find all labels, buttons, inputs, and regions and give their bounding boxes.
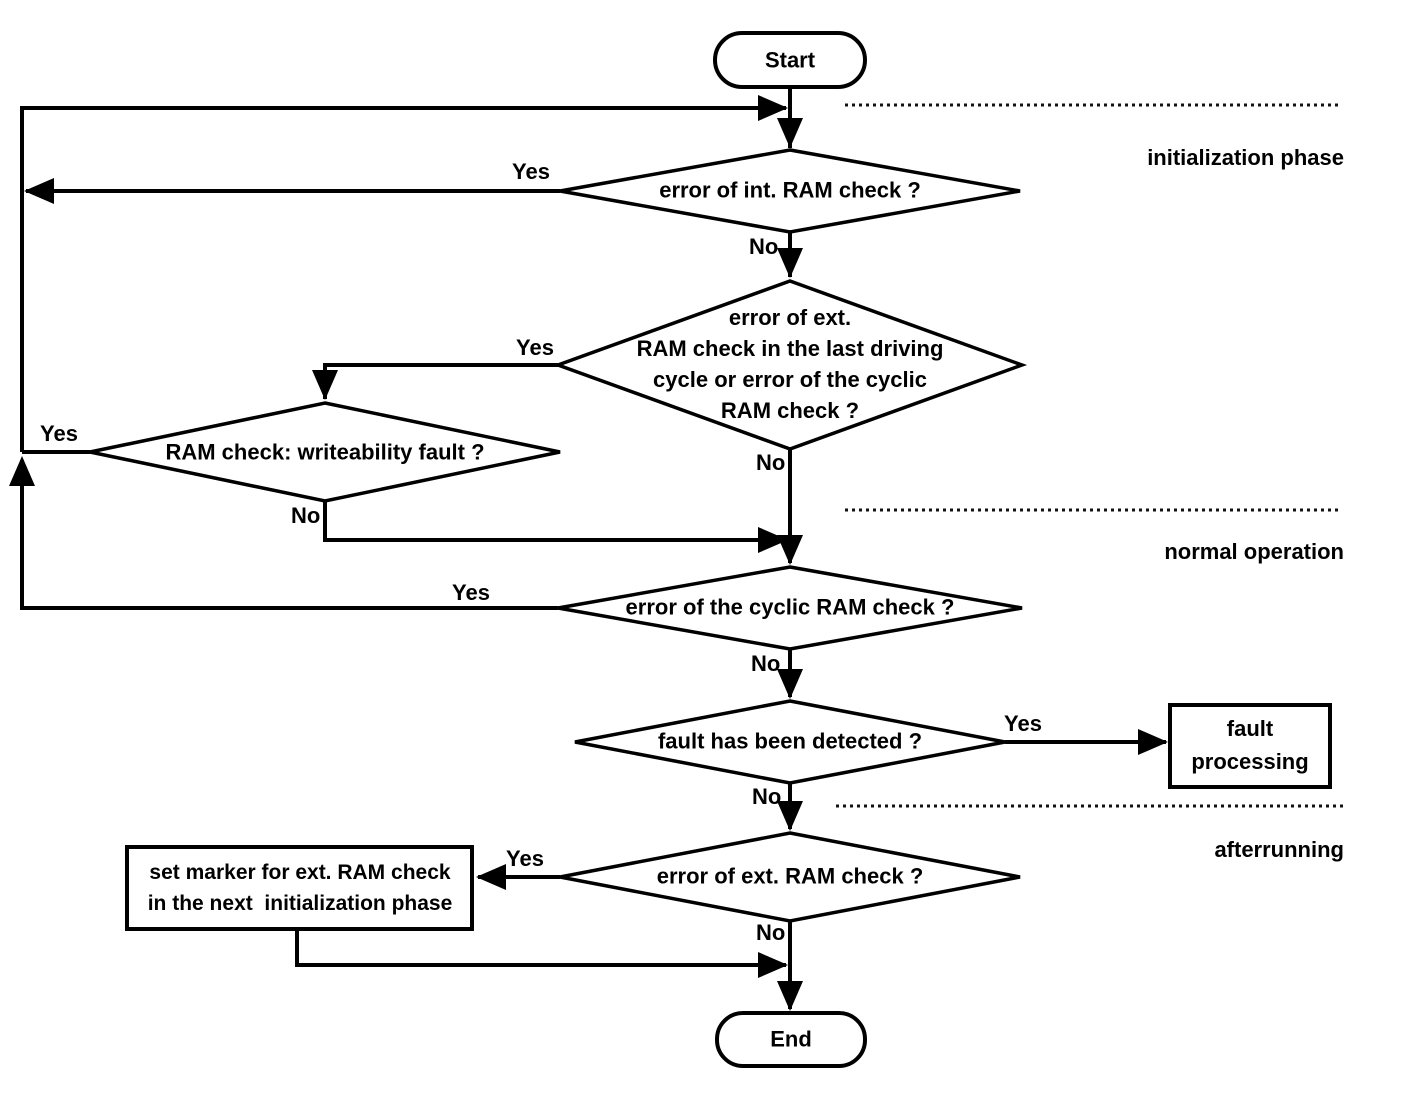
decision-ext-ram-driving-shape [552,279,1028,451]
arrowhead-into-int-ram [777,118,803,148]
decision-int-ram-shape [559,148,1021,234]
arrowhead-into-cyclic-ram [777,535,803,565]
end-node-shape [715,1011,867,1068]
decision-ext-ram-check-label: error of ext. RAM check ? [656,863,924,889]
arrowhead-into-fault-detected [777,669,803,699]
branch-yes-ext-ram-check: Yes [506,846,544,871]
arrowhead-into-ext-ram-driving [777,248,803,278]
decision-fault-detected-shape [574,699,1006,785]
branch-no-ext-ram-driving: No [756,450,786,475]
arrowhead-into-fault-processing [1138,729,1168,755]
branch-yes-ext-ram-driving: Yes [516,335,554,360]
edge-set-marker-return [295,929,786,967]
branch-no-int-ram: No [749,234,779,259]
phase-label-normal-operation: normal operation [1164,539,1344,564]
branch-no-fault-detected: No [752,784,782,809]
branch-no-cyclic-ram: No [751,651,781,676]
decision-cyclic-ram-label: error of the cyclic RAM check ? [625,594,955,620]
branch-yes-writeability: Yes [40,421,78,446]
edge-return-to-init [20,106,786,452]
phase-label-afterrunning: afterrunning [1214,837,1344,862]
edge-cyclic-ram-yes [20,460,558,610]
arrowhead-set-marker-return [758,952,788,978]
arrowhead-into-ext-ram-check [777,801,803,831]
end-node-label: End [770,1026,812,1052]
arrowhead-return-top [758,95,788,121]
decision-writeability-label: RAM check: writeability fault ? [165,439,485,465]
arrowhead-into-writeability [312,370,338,400]
branch-yes-cyclic-ram: Yes [452,580,490,605]
decision-cyclic-ram-shape [557,565,1023,651]
start-node-label: Start [764,47,816,73]
arrowhead-writeability-no [758,527,788,553]
set-marker-box-label: set marker for ext. RAM check in the nex… [147,861,453,915]
arrowhead-into-set-marker [476,864,506,890]
decision-ext-ram-driving-label: error of ext. RAM check in the last driv… [636,305,944,423]
branch-yes-fault-detected: Yes [1004,711,1042,736]
edge-ext-ram-driving-yes [323,363,558,399]
start-node-shape [713,31,867,89]
phase-label-initialization: initialization phase [1147,145,1344,170]
branch-no-ext-ram-check: No [756,920,786,945]
decision-writeability-shape [89,401,561,503]
branch-yes-int-ram: Yes [512,159,550,184]
branch-no-writeability: No [291,503,321,528]
edge-writeability-no [323,501,786,542]
arrowhead-cyclic-ram-yes-up [9,456,35,486]
decision-fault-detected-label: fault has been detected ? [657,728,923,754]
set-marker-box-shape [125,845,474,931]
arrowhead-int-ram-yes [24,178,54,204]
decision-ext-ram-check-shape [559,831,1021,923]
arrowhead-into-end [777,981,803,1011]
fault-processing-box-shape [1168,703,1332,789]
decision-int-ram-label: error of int. RAM check ? [659,177,921,203]
fault-processing-box-label: fault processing [1191,716,1309,774]
